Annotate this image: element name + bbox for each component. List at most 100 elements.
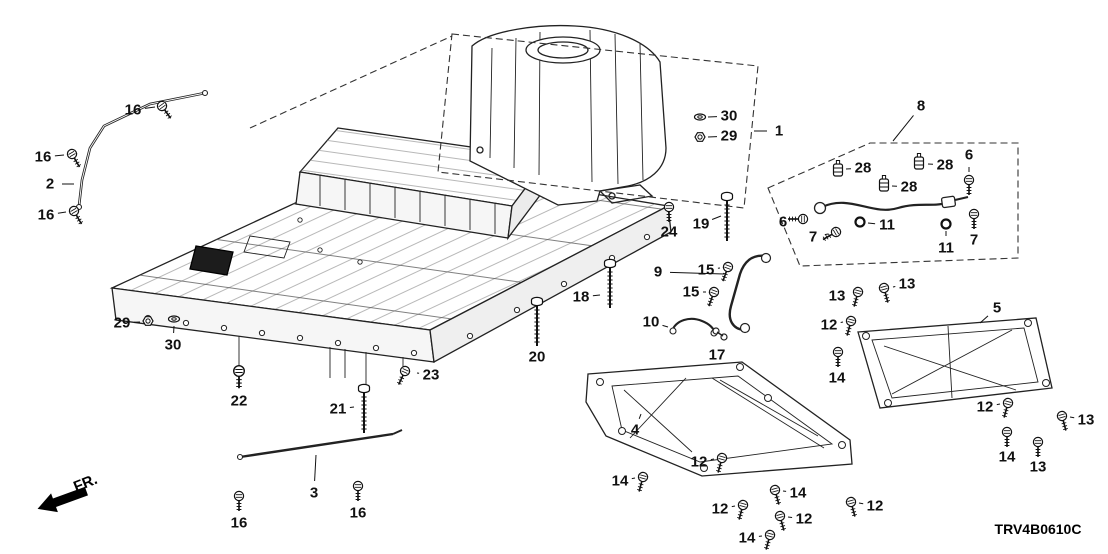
callout-13: 13 bbox=[1030, 459, 1047, 476]
fr-indicator: FR. bbox=[37, 471, 100, 513]
callout-20: 20 bbox=[529, 349, 546, 366]
leader-line bbox=[858, 502, 864, 505]
callout-4: 4 bbox=[631, 422, 640, 439]
callout-5: 5 bbox=[993, 300, 1001, 317]
callout-11: 11 bbox=[938, 240, 954, 257]
screw-icon bbox=[844, 495, 861, 519]
screw-icon bbox=[232, 364, 246, 390]
callout-23: 23 bbox=[423, 367, 440, 384]
clip-17 bbox=[712, 327, 728, 341]
callout-12: 12 bbox=[691, 454, 708, 471]
grommet-icon bbox=[832, 159, 844, 177]
pipe-part bbox=[75, 89, 209, 211]
leader-line bbox=[592, 294, 601, 297]
callout-22: 22 bbox=[231, 393, 248, 410]
leader-line bbox=[840, 321, 844, 323]
callout-8: 8 bbox=[917, 98, 925, 115]
callout-16: 16 bbox=[38, 207, 55, 224]
washer-icon bbox=[693, 113, 707, 121]
harness-cable bbox=[821, 201, 947, 211]
fr-arrow-icon bbox=[37, 486, 88, 513]
callout-13: 13 bbox=[1078, 412, 1095, 429]
nut-icon bbox=[694, 132, 706, 142]
screw-icon bbox=[64, 146, 85, 171]
callout-9: 9 bbox=[654, 264, 662, 281]
screw-icon bbox=[832, 346, 844, 368]
callout-12: 12 bbox=[821, 317, 838, 334]
grommet-icon bbox=[878, 174, 890, 192]
screw-icon bbox=[768, 483, 785, 507]
callout-7: 7 bbox=[970, 232, 978, 249]
screw-icon bbox=[633, 470, 650, 494]
callout-1: 1 bbox=[775, 123, 783, 140]
grommet-icon bbox=[913, 152, 925, 170]
leader-line bbox=[731, 505, 736, 508]
callout-14: 14 bbox=[612, 473, 629, 490]
harness-assembly bbox=[767, 142, 1019, 267]
leader-line bbox=[638, 413, 642, 419]
screw-icon bbox=[877, 281, 894, 305]
bolt-icon bbox=[357, 383, 371, 434]
callout-28: 28 bbox=[901, 179, 918, 196]
callout-7: 7 bbox=[809, 229, 817, 246]
leader-line bbox=[349, 406, 355, 408]
leader-line bbox=[314, 454, 317, 482]
callout-12: 12 bbox=[796, 511, 813, 528]
leader-line bbox=[710, 458, 715, 461]
callout-13: 13 bbox=[899, 276, 916, 293]
leader-line bbox=[711, 215, 722, 220]
leader-line bbox=[662, 324, 669, 328]
callout-15: 15 bbox=[698, 262, 715, 279]
callout-30: 30 bbox=[721, 108, 738, 125]
leader-line bbox=[54, 154, 65, 157]
callout-29: 29 bbox=[114, 315, 131, 332]
service-plug bbox=[189, 245, 234, 276]
callout-29: 29 bbox=[721, 128, 738, 145]
screw-icon bbox=[703, 285, 721, 309]
screw-icon bbox=[998, 396, 1015, 420]
callout-21: 21 bbox=[330, 401, 347, 418]
cover-boundary bbox=[437, 33, 759, 209]
leader-line bbox=[824, 233, 829, 236]
leader-line bbox=[892, 115, 914, 142]
callout-14: 14 bbox=[739, 530, 756, 547]
callout-16: 16 bbox=[231, 515, 248, 532]
leader-line bbox=[631, 477, 636, 480]
callout-2: 2 bbox=[46, 176, 54, 193]
screw-icon bbox=[352, 480, 364, 502]
screw-icon bbox=[841, 314, 858, 338]
screw-icon bbox=[154, 98, 176, 122]
callout-30: 30 bbox=[165, 337, 182, 354]
harness-boundary bbox=[767, 142, 1019, 267]
bracket-9 bbox=[728, 252, 772, 334]
screw-icon bbox=[848, 285, 865, 309]
screw-icon bbox=[733, 498, 750, 522]
oring-icon bbox=[854, 216, 866, 228]
bolt-icon bbox=[720, 191, 734, 242]
screw-icon bbox=[773, 509, 790, 533]
leader-line bbox=[787, 516, 793, 518]
battery-cover bbox=[249, 25, 759, 209]
callout-6: 6 bbox=[965, 147, 973, 164]
callout-10: 10 bbox=[643, 314, 660, 331]
leader-line bbox=[892, 286, 896, 288]
fr-label: FR. bbox=[71, 471, 100, 496]
screw-icon bbox=[717, 260, 735, 284]
leader-line bbox=[867, 222, 876, 225]
callout-17: 17 bbox=[709, 347, 726, 364]
screw-icon bbox=[1032, 436, 1044, 458]
callout-13: 13 bbox=[829, 288, 846, 305]
callout-24: 24 bbox=[661, 224, 678, 241]
callout-14: 14 bbox=[999, 449, 1016, 466]
callout-18: 18 bbox=[573, 289, 590, 306]
leader-line bbox=[669, 271, 725, 275]
callout-15: 15 bbox=[683, 284, 700, 301]
under-cover-right bbox=[857, 317, 1053, 409]
callout-19: 19 bbox=[693, 216, 710, 233]
nut-icon bbox=[142, 316, 154, 326]
screw-icon bbox=[66, 203, 87, 228]
leader-line bbox=[144, 106, 156, 109]
screw-icon bbox=[787, 213, 809, 225]
